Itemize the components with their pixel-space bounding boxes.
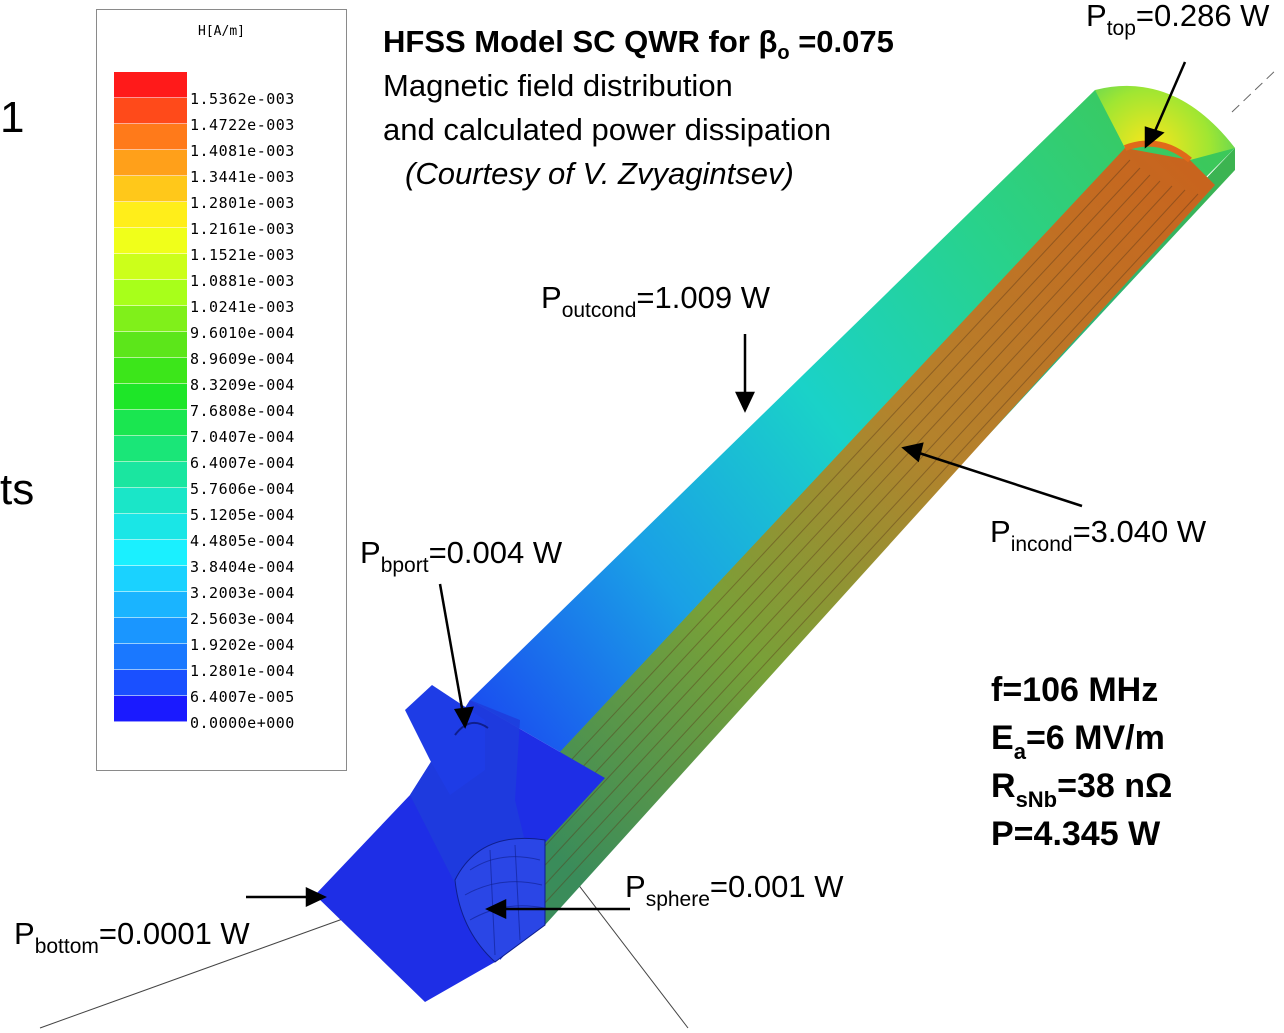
power-param: P=4.345 W [991,815,1161,853]
legend-label: 7.0407e-004 [190,428,295,446]
legend-swatch [114,488,187,514]
heading-line-2: Magnetic field distribution [383,68,733,103]
legend-swatch [114,670,187,696]
legend-swatch [114,150,187,176]
legend-label: 6.4007e-005 [190,688,295,706]
p-bport-label: Pbport=0.004 W [360,535,563,577]
legend-label: 3.2003e-004 [190,584,295,602]
slide-text-fragment: 1 [0,93,25,142]
legend-label: 6.4007e-004 [190,454,295,472]
legend-label: 9.6010e-004 [190,324,295,342]
p-top-label: Ptop=0.286 W [1086,0,1270,40]
legend-label: 1.2161e-003 [190,220,295,238]
legend-label: 0.0000e+000 [190,714,295,732]
legend-swatch [114,462,187,488]
legend-swatch [114,332,187,358]
legend-label: 1.9202e-004 [190,636,295,654]
legend-label: 1.2801e-003 [190,194,295,212]
top-end-cap [1095,85,1235,160]
p-bottom-label: Pbottom=0.0001 W [14,916,250,958]
legend-label: 1.0881e-003 [190,272,295,290]
axis-line [1231,67,1279,113]
legend-label: 1.3441e-003 [190,168,295,186]
heading-title: HFSS Model SC QWR for [383,24,759,59]
legend-label: 2.5603e-004 [190,610,295,628]
legend-swatch [114,98,187,124]
heading-credit: (Courtesy of V. Zvyagintsev) [405,156,794,191]
legend-swatch [114,280,187,306]
p-outcond-label: Poutcond=1.009 W [541,280,770,322]
legend-swatch [114,384,187,410]
legend-label: 5.7606e-004 [190,480,295,498]
resistance-param: RsNb=38 nΩ [991,767,1173,812]
legend-label: 5.1205e-004 [190,506,295,524]
legend-swatch [114,644,187,670]
annotation-arrows [246,61,1187,919]
legend-swatch [114,254,187,280]
legend-swatch [114,592,187,618]
legend-label: 3.8404e-004 [190,558,295,576]
slide-text-fragment: ts [0,465,35,514]
heading-line-3: and calculated power dissipation [383,112,832,147]
legend-label: 1.0241e-003 [190,298,295,316]
legend-label: 7.6808e-004 [190,402,295,420]
legend-label: 8.9609e-004 [190,350,295,368]
legend-swatch [114,124,187,150]
p-incond-label: Pincond=3.040 W [990,514,1207,556]
legend-label: 4.4805e-004 [190,532,295,550]
legend-label: 1.2801e-004 [190,662,295,680]
heading-block: HFSS Model SC QWR for βo =0.075 Magnetic… [383,20,894,196]
beta-value: =0.075 [789,24,894,59]
inner-conductor [515,148,1215,925]
sphere-region [454,837,546,963]
legend-swatch [114,436,187,462]
parameters-block: f=106 MHz Ea=6 MV/m RsNb=38 nΩ P=4.345 W [991,666,1172,858]
legend-swatch [114,176,187,202]
legend-swatch [114,410,187,436]
legend-swatch [114,566,187,592]
inner-conductor-lines [519,159,1199,906]
legend-label: 1.1521e-003 [190,246,295,264]
field-param: Ea=6 MV/m [991,719,1165,764]
beta-subscript: o [777,42,790,64]
color-legend: H[A/m] 1.5362e-003 1.4722e-003 1.4081e-003… [96,9,347,771]
p-sphere-label: Psphere=0.001 W [625,869,844,911]
legend-swatch [114,618,187,644]
legend-label: 1.4081e-003 [190,142,295,160]
legend-swatch [114,72,187,98]
legend-swatch [114,228,187,254]
legend-swatch [114,202,187,228]
legend-title: H[A/m] [198,24,245,39]
legend-swatch [114,358,187,384]
legend-swatch [114,514,187,540]
legend-label: 8.3209e-004 [190,376,295,394]
legend-swatch [114,306,187,332]
legend-swatch [114,696,187,722]
legend-label: 1.4722e-003 [190,116,295,134]
legend-label: 1.5362e-003 [190,90,295,108]
legend-swatch [114,540,187,566]
beta-symbol: β [758,24,778,59]
frequency-param: f=106 MHz [991,671,1159,709]
